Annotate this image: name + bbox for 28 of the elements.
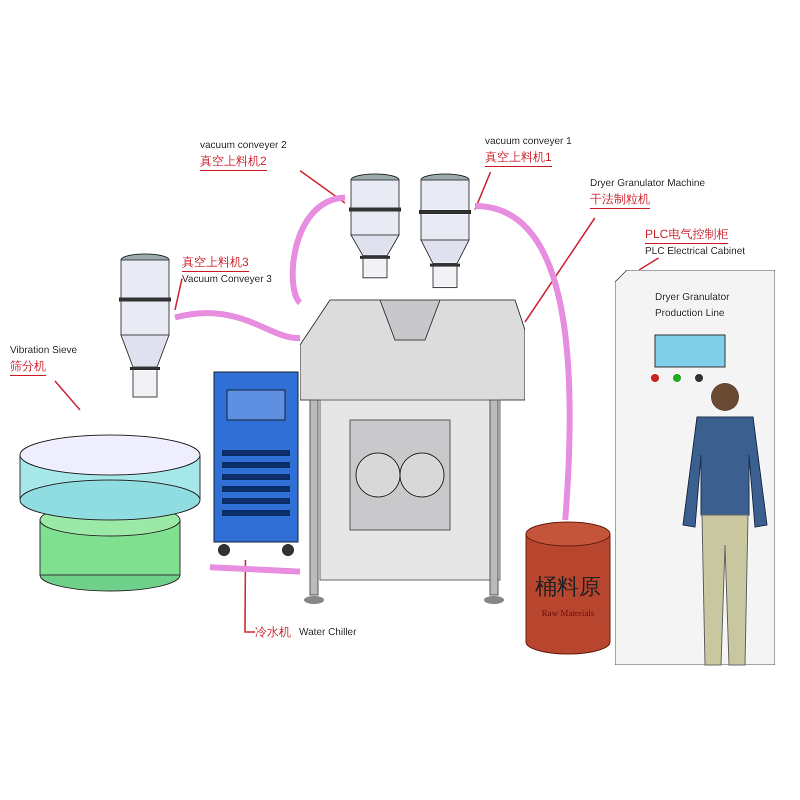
leader-line [474, 172, 492, 210]
leader-line [300, 170, 346, 204]
callout-label: PLC电气控制柜 [645, 226, 728, 244]
leader-line [524, 218, 596, 322]
callout-label: vacuum conveyer 1 [485, 136, 572, 147]
leader-line [174, 278, 183, 310]
callout-label: 干法制粒机 [590, 191, 650, 209]
barrel-label: 桶料原 [534, 574, 602, 602]
callout-label: Water Chiller [299, 626, 356, 638]
leader-line [638, 257, 659, 271]
callout-label: 筛分机 [10, 358, 46, 376]
hose [174, 310, 300, 341]
callout-label: Vibration Sieve [10, 345, 78, 356]
hose [474, 203, 573, 520]
callout-label: 真空上料机3 [182, 254, 249, 272]
leader-line [244, 560, 255, 633]
leader-line [54, 380, 81, 411]
callout-label: 真空上料机2 [200, 153, 267, 171]
callout-label: Dryer Granulator Machine [590, 178, 706, 189]
callout-label: 冷水机 [255, 624, 291, 640]
callout-label: Vacuum Conveyer 3 [182, 274, 272, 285]
hose [210, 564, 300, 575]
callout-label: vacuum conveyer 2 [200, 140, 287, 151]
callout-label: PLC Electrical Cabinet [645, 246, 746, 257]
cabinet-label: Dryer Granulator Production Line [655, 291, 730, 321]
hose [290, 194, 346, 305]
callout-label: 真空上料机1 [485, 149, 552, 167]
barrel-label: Raw Materials [540, 608, 596, 618]
